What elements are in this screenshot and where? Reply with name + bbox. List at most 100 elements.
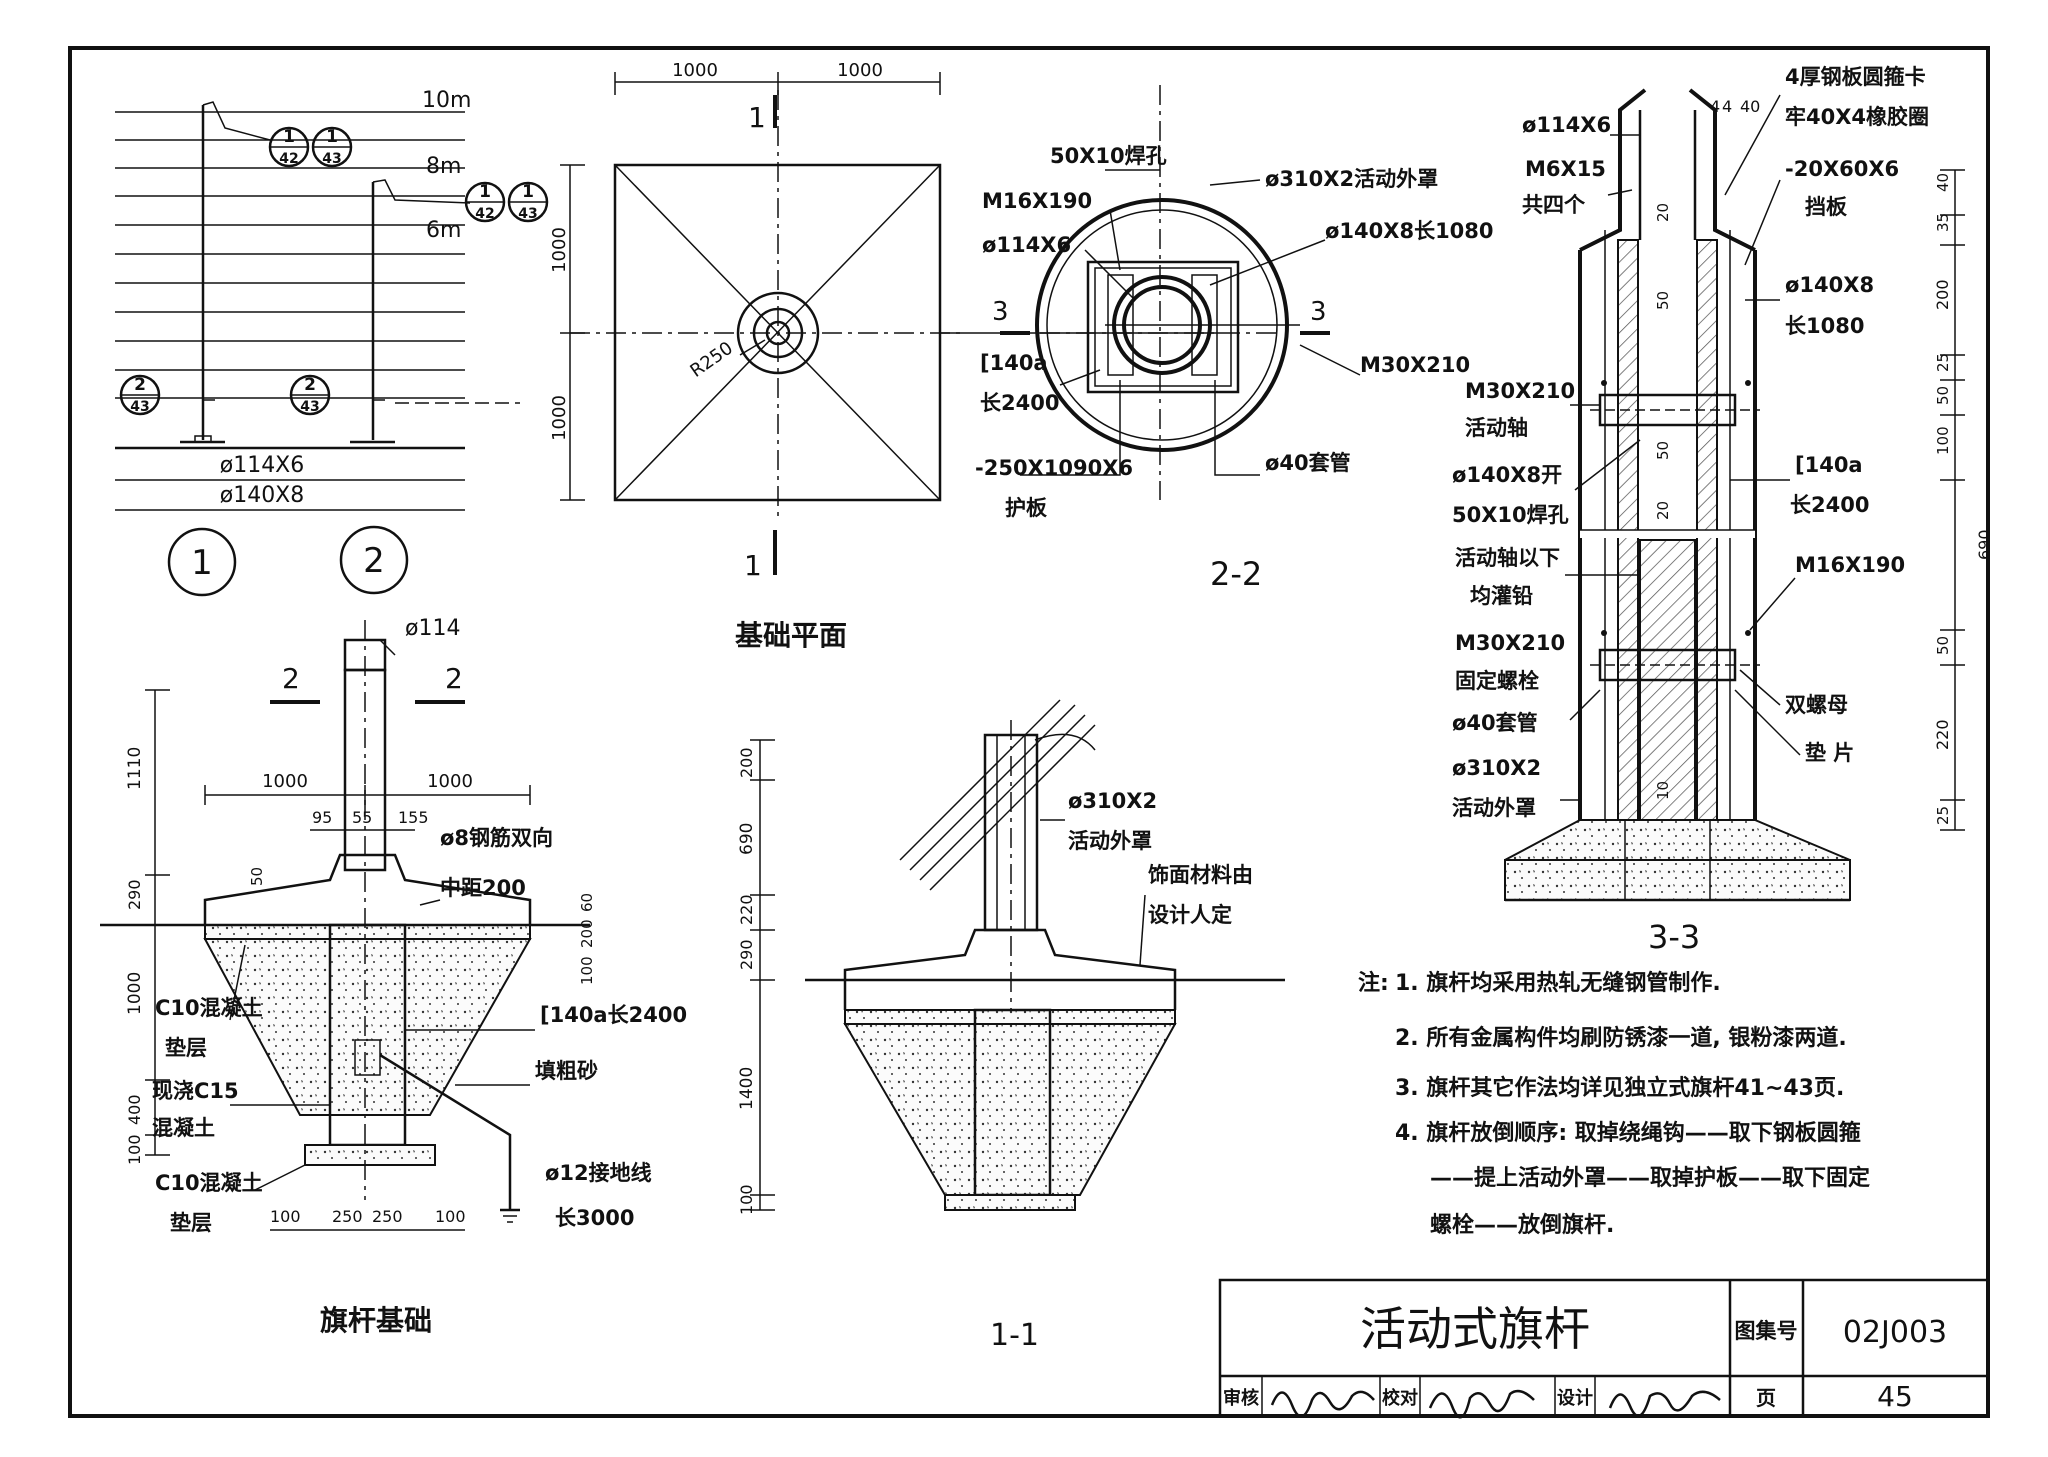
- svg-text:690: 690: [737, 823, 757, 855]
- svg-text:100: 100: [125, 1134, 144, 1165]
- section-1-1-title: 1-1: [990, 1318, 1039, 1353]
- svg-text:2: 2: [134, 375, 146, 395]
- label-m6-count: 共四个: [1522, 193, 1586, 217]
- svg-text:60: 60: [578, 893, 596, 912]
- height-8m: 8m: [426, 154, 461, 179]
- found-ground-wire-1: ø12接地线: [545, 1161, 652, 1185]
- svg-text:1000: 1000: [125, 972, 145, 1015]
- svg-text:25: 25: [1934, 806, 1952, 825]
- svg-text:10: 10: [1654, 781, 1672, 800]
- label-33-cover-2: 活动外罩: [1452, 796, 1536, 820]
- svg-text:40: 40: [1934, 173, 1952, 192]
- title-block: 活动式旗杆 图集号 02J003 审核 校对 设计 页 45: [1218, 1278, 1990, 1419]
- signature-check: [1428, 1389, 1535, 1419]
- svg-text:1110: 1110: [125, 747, 145, 790]
- svg-text:1000: 1000: [262, 771, 308, 792]
- svg-text:40: 40: [1740, 97, 1760, 116]
- svg-text:2: 2: [445, 662, 463, 695]
- label-m6: M6X15: [1525, 157, 1606, 181]
- svg-text:2: 2: [363, 541, 385, 581]
- svg-text:43: 43: [130, 399, 149, 415]
- svg-text:200: 200: [578, 919, 596, 948]
- svg-text:100: 100: [737, 1184, 756, 1215]
- svg-text:50: 50: [1654, 291, 1672, 310]
- svg-text:4: 4: [1710, 97, 1720, 116]
- label-stop-2: 挡板: [1805, 195, 1848, 219]
- found-channel: [140a长2400: [540, 1003, 687, 1027]
- found-c10-top-1: C10混凝土: [155, 996, 263, 1020]
- svg-text:220: 220: [1933, 719, 1952, 750]
- flagpole-foundation: ø114 2 2 1000 1000 95 55 155 ø8钢筋双向 中距20…: [100, 616, 687, 1337]
- label-stop-1: -20X60X6: [1785, 157, 1899, 181]
- s11-fill: [843, 1023, 1177, 1196]
- section-3-mark-left: 3: [992, 297, 1009, 327]
- label-hole-2: 50X10焊孔: [1452, 503, 1569, 527]
- svg-text:43: 43: [518, 206, 537, 222]
- view-marker-2: [339, 525, 409, 595]
- svg-text:1: 1: [479, 182, 491, 202]
- svg-text:1: 1: [522, 182, 534, 202]
- label-weld-hole: 50X10焊孔: [1050, 144, 1167, 168]
- label-nut: 双螺母: [1785, 693, 1848, 717]
- signature-design: [1608, 1390, 1721, 1418]
- tb-atlas-no: 02J003: [1843, 1315, 1947, 1350]
- svg-text:290: 290: [737, 939, 756, 970]
- svg-text:250: 250: [332, 1207, 363, 1226]
- label-33-pipe140-a: ø140X8: [1785, 273, 1874, 297]
- detail-ref-1-43b: 1 43: [507, 181, 549, 223]
- label-hoop-1: 4厚钢板圆箍卡: [1785, 65, 1926, 89]
- found-rebar-2: 中距200: [440, 876, 526, 900]
- sheet-border: [68, 46, 1990, 1418]
- detail-ref-1-42: 1 42: [268, 126, 310, 168]
- tb-page-label: 页: [1756, 1386, 1776, 1410]
- found-cast-2: 混凝土: [152, 1116, 215, 1140]
- label-m30-a: M30X210: [1465, 379, 1575, 403]
- svg-text:50: 50: [1934, 636, 1952, 655]
- svg-text:1: 1: [326, 127, 338, 147]
- detail-ref-2-43a: 2 43: [119, 374, 161, 416]
- found-title: 旗杆基础: [320, 1304, 432, 1337]
- notes-label: 注:: [1358, 970, 1389, 996]
- label-washer: 垫 片: [1805, 741, 1854, 765]
- tb-page-no: 45: [1877, 1380, 1913, 1413]
- section-3-3: ø114X6 M6X15 共四个 4厚钢板圆箍卡 牢40X4橡胶圈 4 4 40…: [1452, 65, 1994, 956]
- svg-text:100: 100: [270, 1207, 301, 1226]
- s11-cover-2: 活动外罩: [1068, 829, 1152, 853]
- section-2-2-title: 2-2: [1210, 555, 1262, 593]
- tb-review: 审核: [1223, 1387, 1259, 1409]
- svg-text:4: 4: [1722, 97, 1732, 116]
- note-2: 2. 所有金属构件均刷防锈漆一道, 银粉漆两道.: [1395, 1025, 1847, 1051]
- tb-title: 活动式旗杆: [1360, 1302, 1590, 1356]
- label-33-ch-2: 长2400: [1790, 493, 1869, 517]
- label-below-1: 活动轴以下: [1455, 546, 1560, 570]
- plan-section-mark-bottom: 1: [744, 549, 762, 582]
- found-c10-top-2: 垫层: [165, 1036, 207, 1060]
- pipe-label-140: ø140X8: [220, 483, 305, 508]
- found-cast-1: 现浇C15: [152, 1079, 239, 1103]
- svg-text:35: 35: [1934, 213, 1952, 232]
- svg-text:20: 20: [1654, 501, 1672, 520]
- svg-text:2: 2: [282, 662, 300, 695]
- svg-text:42: 42: [475, 206, 494, 222]
- label-cover: ø310X2活动外罩: [1265, 167, 1438, 191]
- note-1: 1. 旗杆均采用热轧无缝钢管制作.: [1395, 970, 1721, 996]
- svg-text:400: 400: [125, 1094, 144, 1125]
- height-6m: 6m: [426, 218, 461, 243]
- note-4-cont-1: ——提上活动外罩——取掉护板——取下固定: [1430, 1165, 1870, 1191]
- note-4: 4. 旗杆放倒顺序: 取掉绕绳钩——取下钢板圆箍: [1395, 1120, 1861, 1146]
- svg-text:220: 220: [737, 894, 756, 925]
- note-4-cont-2: 螺栓——放倒旗杆.: [1430, 1212, 1614, 1238]
- svg-text:100: 100: [435, 1207, 466, 1226]
- svg-text:95: 95: [312, 808, 332, 827]
- plan-radius: R250: [686, 338, 736, 382]
- label-33-pipe140-b: 长1080: [1785, 314, 1864, 338]
- signature-review: [1270, 1390, 1375, 1418]
- svg-text:1400: 1400: [737, 1067, 757, 1110]
- label-channel: [140a: [980, 351, 1048, 375]
- label-33-cover-1: ø310X2: [1452, 756, 1541, 780]
- found-ground-wire-2: 长3000: [555, 1206, 634, 1230]
- label-33-sleeve: ø40套管: [1452, 711, 1538, 735]
- label-m30-b: M30X210: [1455, 631, 1565, 655]
- svg-text:42: 42: [279, 151, 298, 167]
- label-plate: -250X1090X6: [975, 456, 1133, 480]
